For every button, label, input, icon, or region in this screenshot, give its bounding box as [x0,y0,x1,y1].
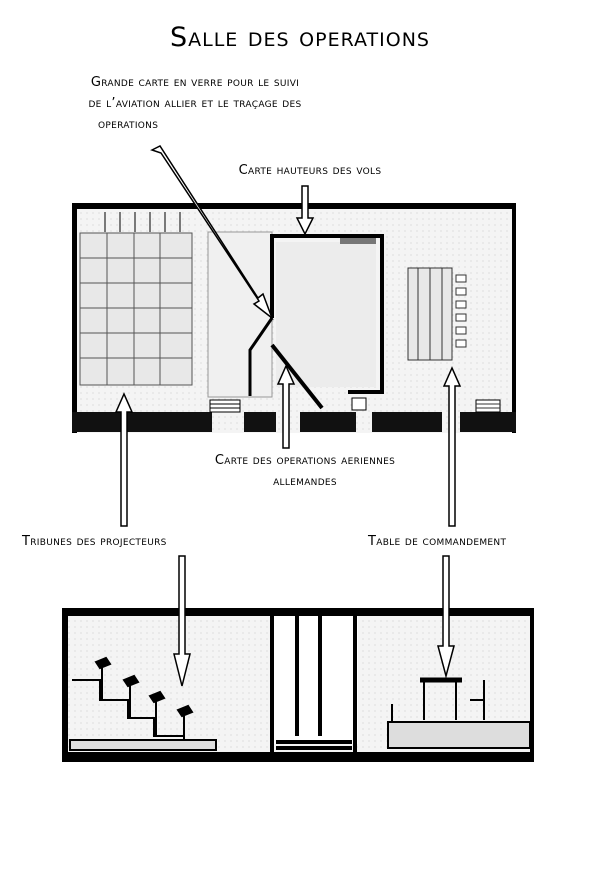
command-table-up-arrow [442,366,462,527]
section-view [62,608,534,762]
glass-map-arrow [150,145,274,321]
flight-heights-label: Carte hauteurs des vols [238,163,382,178]
central-columns [270,616,358,752]
projectors-down-arrow [173,555,191,687]
german-ops-label-line-2: allemandes [273,474,337,489]
page-title: Salle des operations [170,22,430,53]
command-table-label: Table de commandement [368,534,507,549]
german-ops-label-line-1: Carte des operations aeriennes [214,453,396,468]
command-table-section [387,677,531,749]
glass-map-label: Grande carte en verre pour le suivi de l… [30,72,360,135]
glass-map-label-line-3: operations [98,117,159,132]
projector-tribunes [79,212,193,386]
glass-map-label-line-2: de l’aviation allier et le traçage des [88,96,302,111]
glass-map-label-line-1: Grande carte en verre pour le suivi [90,75,300,90]
german-ops-label: Carte des operations aeriennes allemande… [160,450,450,492]
flight-heights-arrow [295,185,315,236]
floor-plan [72,203,516,433]
command-table-plan [407,267,501,413]
projector-tribunes-section [69,656,217,751]
command-table-down-arrow [437,555,455,679]
projectors-up-arrow [114,392,134,527]
german-ops-arrow [276,364,296,449]
callout-arrows [114,145,462,687]
central-booth [207,231,384,413]
projectors-label: Tribunes des projecteurs [22,534,167,549]
